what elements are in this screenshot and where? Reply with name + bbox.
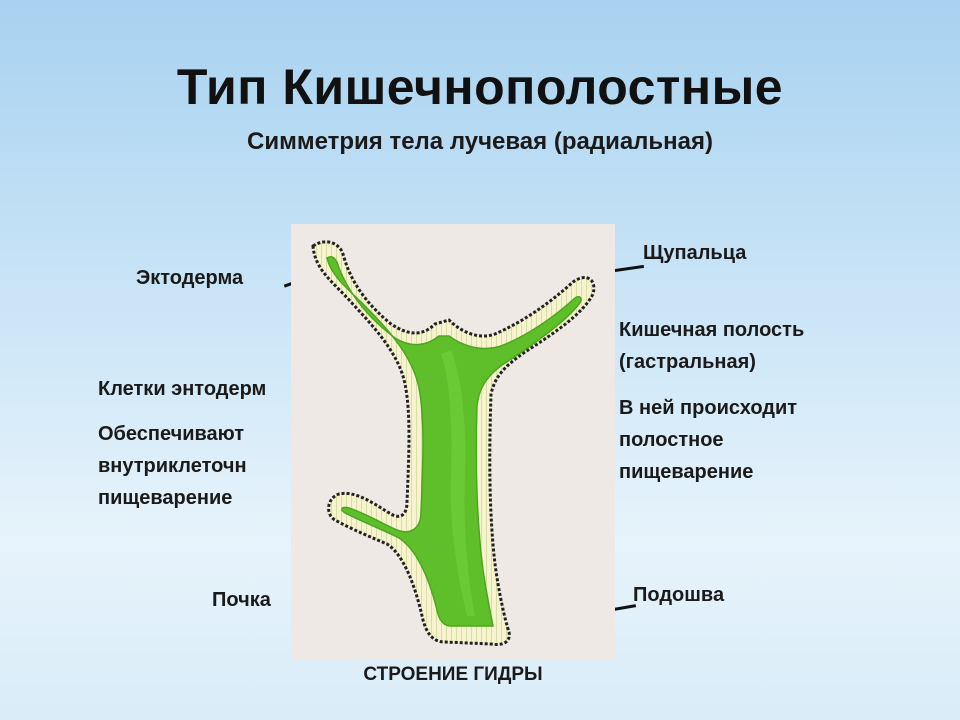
label-cavity-line1: Кишечная полость xyxy=(619,319,805,341)
label-digest-line2: полостное xyxy=(619,429,724,451)
diagram-caption: СТРОЕНИЕ ГИДРЫ xyxy=(363,664,543,685)
label-digest-line1: В ней происходит xyxy=(619,397,798,419)
label-bud: Почка xyxy=(212,589,271,611)
label-tentacles: Щупальца xyxy=(643,242,747,264)
label-cavity-line2: (гастральная) xyxy=(619,351,756,373)
label-ectoderm: Эктодерма xyxy=(136,267,244,289)
slide-subtitle: Симметрия тела лучевая (радиальная) xyxy=(246,128,714,155)
slide-title: Тип Кишечнополостные xyxy=(176,59,784,115)
label-provide-line1: Обеспечивают xyxy=(98,423,245,445)
hydra-diagram xyxy=(291,224,615,660)
label-provide-line3: пищеварение xyxy=(98,487,233,509)
label-sole: Подошва xyxy=(633,584,725,606)
label-endoderm-cells: Клетки энтодерм xyxy=(98,378,267,400)
hydra-illustration xyxy=(291,224,615,660)
label-digest-line3: пищеварение xyxy=(619,461,754,483)
gastral-cavity xyxy=(441,350,475,616)
pointer-tentacles xyxy=(613,264,645,273)
label-provide-line2: внутриклеточн xyxy=(98,455,247,477)
